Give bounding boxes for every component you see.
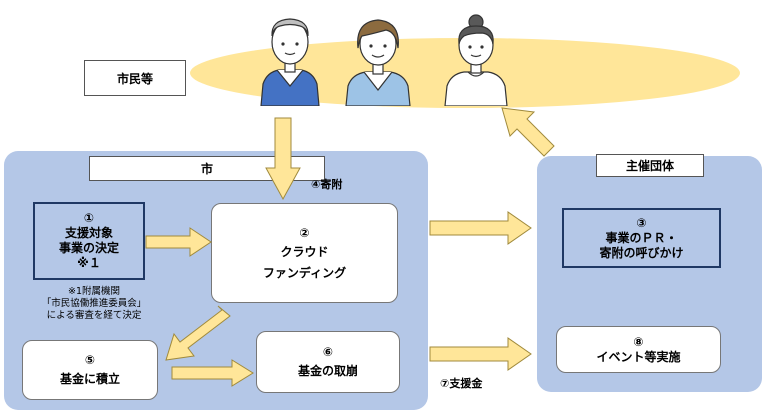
arrow-step1-to-step2 — [145, 227, 212, 257]
step-2-line2: ファンディング — [262, 265, 347, 280]
step-2-line1: クラウド — [280, 244, 329, 259]
person-woman-bun-icon — [444, 14, 508, 106]
support-annotation: ⑦支援金 — [440, 377, 483, 390]
step-3-number: ③ — [636, 215, 647, 230]
step-8-line1: イベント等実施 — [596, 349, 681, 364]
step-8-number: ⑧ — [633, 334, 644, 349]
arrow-step2-to-step3 — [429, 211, 532, 245]
step-1-number: ① — [83, 211, 95, 225]
arrow-down-donation — [265, 117, 301, 201]
person-elderly-icon — [260, 18, 320, 106]
person-woman-icon — [345, 19, 411, 106]
arrow-step2-to-step5 — [165, 305, 231, 361]
step-1-line2: 事業の決定 — [58, 241, 119, 255]
arrow-step5-to-step6 — [171, 359, 254, 387]
step-2-number: ② — [299, 225, 310, 240]
step-3-line2: 寄附の呼びかけ — [599, 245, 684, 260]
arrow-step6-to-step8 — [429, 337, 532, 371]
step-1-line3: ※１ — [77, 256, 101, 270]
step-6-line1: 基金の取崩 — [297, 364, 358, 378]
step-6-fund-withdraw: ⑥ 基金の取崩 — [256, 331, 400, 393]
citizens-label: 市民等 — [84, 60, 186, 96]
step-1-line1: 支援対象 — [64, 226, 113, 240]
step-6-number: ⑥ — [322, 345, 334, 359]
organizer-label: 主催団体 — [596, 154, 704, 177]
step-3-pr-call: ③ 事業のＰＲ・ 寄附の呼びかけ — [562, 208, 721, 268]
step-3-line1: 事業のＰＲ・ — [605, 230, 678, 245]
step-5-line1: 基金に積立 — [59, 372, 120, 386]
step-5-number: ⑤ — [84, 353, 96, 367]
step-5-fund-accumulate: ⑤ 基金に積立 — [22, 340, 158, 400]
step-1-decide-project: ① 支援対象 事業の決定 ※１ — [33, 202, 145, 280]
donation-annotation: ④寄附 — [311, 178, 343, 191]
committee-note: ※1附属機関 「市民協働推進委員会」 による審査を経て決定 — [41, 286, 147, 321]
arrow-up-to-citizens — [501, 107, 555, 157]
step-8-event: ⑧ イベント等実施 — [556, 326, 721, 373]
step-2-crowdfunding: ② クラウド ファンディング — [211, 203, 398, 303]
